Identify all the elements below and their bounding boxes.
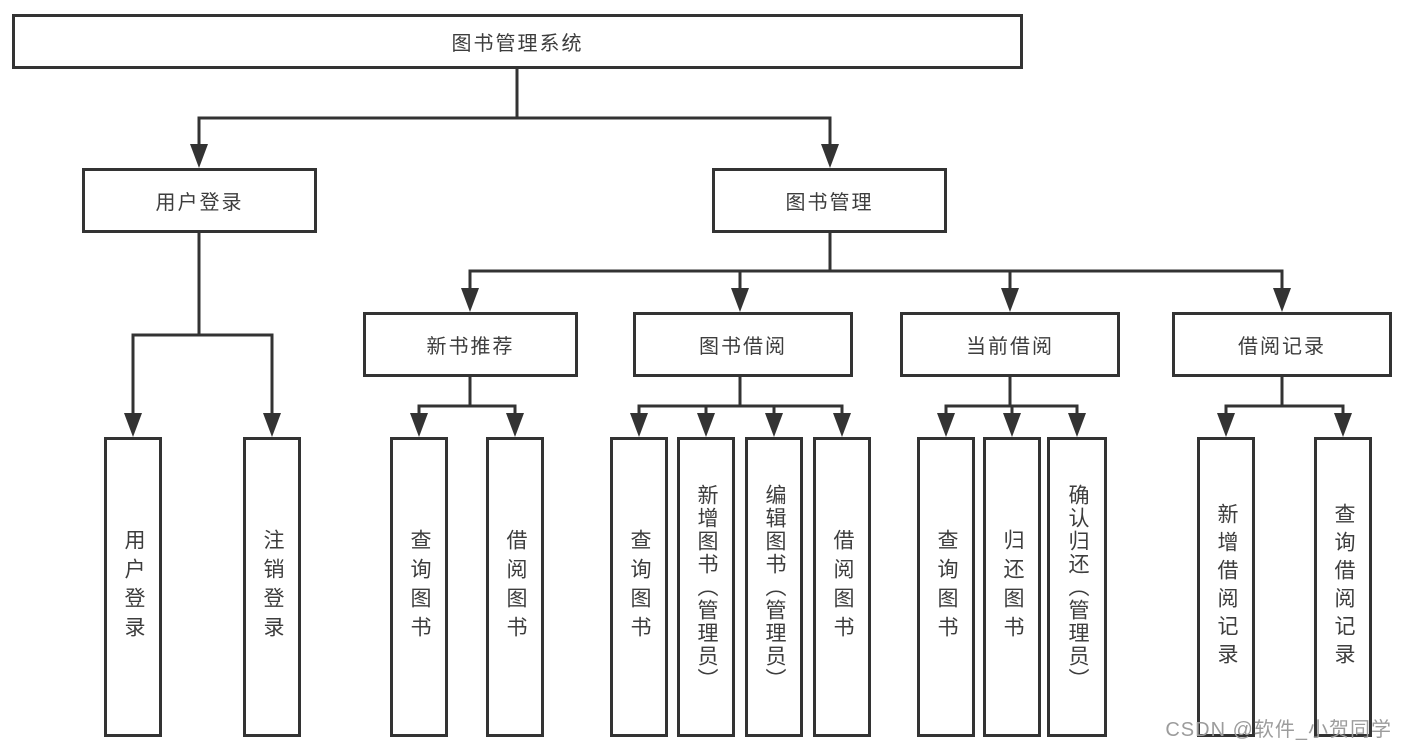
arrow-down-icon [833, 413, 851, 437]
node-book-management-branch: 图书管理 [712, 168, 947, 233]
csdn-watermark: CSDN @软件_小贺同学 [1165, 719, 1392, 741]
node-label: 查询借阅记录 [1332, 503, 1355, 671]
leaf-query-books-recommend: 查询图书 [390, 437, 448, 737]
arrow-down-icon [410, 413, 428, 437]
arrow-down-icon [1001, 288, 1019, 312]
leaf-logout: 注销登录 [243, 437, 301, 737]
node-label: 新增图书（管理员） [695, 483, 718, 691]
node-label: 图书借阅 [699, 336, 787, 358]
arrow-down-icon [731, 288, 749, 312]
node-new-book-recommend: 新书推荐 [363, 312, 578, 377]
node-root-system: 图书管理系统 [12, 14, 1023, 69]
leaf-query-borrow-record: 查询借阅记录 [1314, 437, 1372, 737]
arrow-down-icon [506, 413, 524, 437]
arrow-down-icon [937, 413, 955, 437]
node-label: 确认归还（管理员） [1066, 483, 1089, 691]
node-label: 图书管理 [785, 192, 874, 214]
node-label: 编辑图书（管理员） [763, 483, 786, 691]
node-label: 归还图书 [1001, 529, 1024, 645]
arrow-down-icon [1273, 288, 1291, 312]
arrow-down-icon [1217, 413, 1235, 437]
leaf-query-books-borrowing: 查询图书 [610, 437, 668, 737]
node-label: 借阅记录 [1238, 336, 1326, 358]
node-label: 查询图书 [408, 529, 431, 645]
node-book-borrowing: 图书借阅 [633, 312, 853, 377]
leaf-user-login: 用户登录 [104, 437, 162, 737]
node-label: 图书管理系统 [451, 33, 584, 55]
node-label: 用户登录 [155, 192, 244, 214]
arrow-down-icon [190, 144, 208, 168]
arrow-down-icon [1334, 413, 1352, 437]
arrow-down-icon [765, 413, 783, 437]
node-label: 借阅图书 [504, 529, 527, 645]
arrow-down-icon [821, 144, 839, 168]
leaf-edit-book-admin: 编辑图书（管理员） [745, 437, 803, 737]
node-borrowing-records: 借阅记录 [1172, 312, 1392, 377]
node-label: 新书推荐 [426, 336, 515, 358]
node-label: 用户登录 [122, 529, 145, 645]
arrow-down-icon [124, 413, 142, 437]
node-label: 借阅图书 [831, 529, 854, 645]
node-user-login-branch: 用户登录 [82, 168, 317, 233]
node-label: 查询图书 [628, 529, 651, 645]
leaf-confirm-return-admin: 确认归还（管理员） [1047, 437, 1107, 737]
arrow-down-icon [1068, 413, 1086, 437]
leaf-add-borrow-record: 新增借阅记录 [1197, 437, 1255, 737]
leaf-add-book-admin: 新增图书（管理员） [677, 437, 735, 737]
arrow-down-icon [697, 413, 715, 437]
node-label: 查询图书 [935, 529, 958, 645]
leaf-return-book: 归还图书 [983, 437, 1041, 737]
node-current-borrowing: 当前借阅 [900, 312, 1120, 377]
arrow-down-icon [1003, 413, 1021, 437]
arrow-down-icon [263, 413, 281, 437]
arrow-down-icon [461, 288, 479, 312]
leaf-borrow-books-recommend: 借阅图书 [486, 437, 544, 737]
node-label: 注销登录 [261, 529, 284, 645]
node-label: 当前借阅 [966, 336, 1054, 358]
node-label: 新增借阅记录 [1215, 503, 1238, 671]
leaf-query-books-current: 查询图书 [917, 437, 975, 737]
leaf-borrow-books-borrowing: 借阅图书 [813, 437, 871, 737]
arrow-down-icon [630, 413, 648, 437]
